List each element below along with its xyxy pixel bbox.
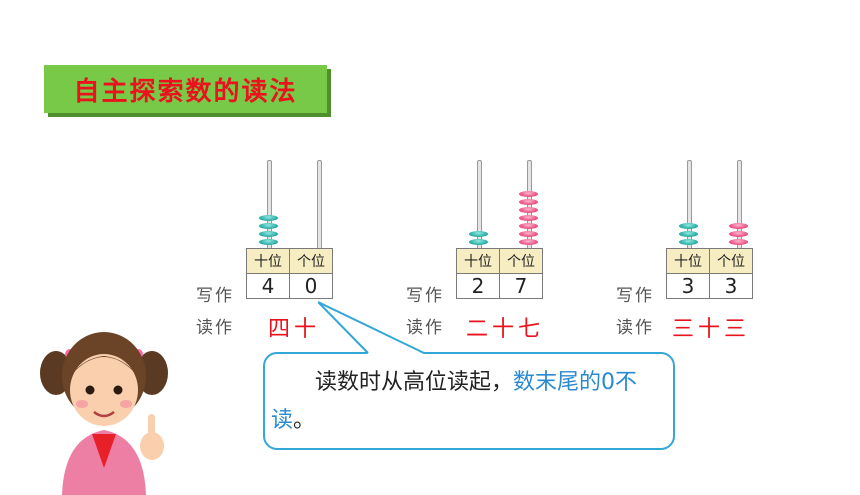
speech-bubble-tail [318,301,425,354]
read-label: 读作 [196,318,234,338]
bead [519,215,538,221]
bead [469,231,488,237]
bead [519,199,538,205]
bead [519,207,538,213]
place-value-table: 十位 个位 3 3 [666,248,753,299]
place-value-table: 十位 个位 4 0 [246,248,333,299]
tip-part-1: 读数时从高位读起， [315,370,514,395]
tens-header: 十位 [246,248,290,274]
ones-header: 个位 [499,248,543,274]
reading-text: 三十三 [672,317,751,342]
tip-highlight: 数末尾的0不读 [271,370,638,433]
tens-header: 十位 [666,248,710,274]
bead [469,239,488,245]
ones-digit: 3 [709,273,753,299]
tens-digit: 3 [666,273,710,299]
write-label: 写作 [406,286,444,306]
bead [519,239,538,245]
bead [519,223,538,229]
place-value-table: 十位 个位 2 7 [456,248,543,299]
write-label: 写作 [616,286,654,306]
ones-header: 个位 [289,248,333,274]
bead [729,223,748,229]
tens-header: 十位 [456,248,500,274]
ones-rod [317,160,322,250]
write-label: 写作 [196,286,234,306]
bead [259,239,278,245]
tens-digit: 4 [246,273,290,299]
ones-digit: 0 [289,273,333,299]
bead [679,239,698,245]
tip-text: 读数时从高位读起，数末尾的0不读。 [271,364,667,440]
bead [519,191,538,197]
bead [679,231,698,237]
bead [679,223,698,229]
girl-illustration-icon [40,332,168,495]
reading-text: 二十七 [466,317,545,342]
reading-text: 四十 [268,317,321,342]
title-banner: 自主探索数的读法 [44,65,327,113]
bead [729,239,748,245]
bead [519,231,538,237]
read-label: 读作 [406,318,444,338]
bead [259,231,278,237]
tens-digit: 2 [456,273,500,299]
tip-part-3: 。 [293,408,316,433]
read-label: 读作 [616,318,654,338]
bead [729,231,748,237]
ones-digit: 7 [499,273,543,299]
ones-header: 个位 [709,248,753,274]
title-text: 自主探索数的读法 [73,76,298,107]
speech-bubble [263,352,675,450]
bead [259,223,278,229]
bead [259,215,278,221]
